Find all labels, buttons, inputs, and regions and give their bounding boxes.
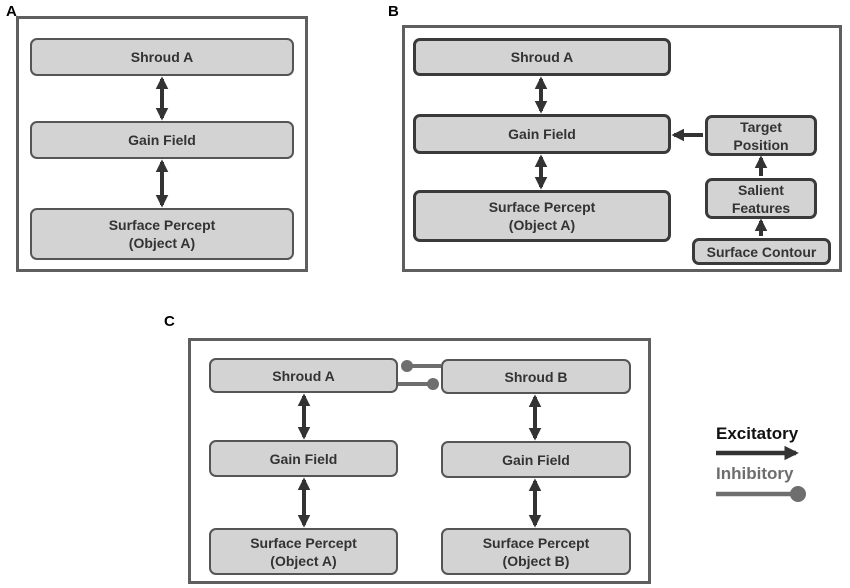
panel-b-salient-features-box: Salient Features	[705, 178, 817, 219]
panel-a-letter: A	[6, 3, 17, 20]
panel-c-shroud-a-label: Shroud A	[272, 367, 335, 384]
panel-b-salient-line2: Features	[731, 199, 791, 216]
panel-a-gain-field-label: Gain Field	[128, 132, 196, 148]
panel-c-letter: C	[164, 313, 175, 330]
panel-c-shroud-a-box: Shroud A	[209, 358, 398, 393]
panel-c-surface-a-line2: (Object A)	[270, 552, 337, 569]
legend-inhibitory-label: Inhibitory	[716, 464, 794, 483]
panel-b-letter: B	[388, 3, 399, 20]
legend-inhibitory-symbol	[716, 486, 806, 502]
panel-c-surface-b-line1: Surface Percept	[482, 534, 590, 551]
panel-c-surface-percept-b-box: Surface Percept (Object B)	[441, 528, 631, 575]
panel-b-surface-contour-box: Surface Contour	[692, 238, 831, 265]
panel-a-surface-percept-box: Surface Percept (Object A)	[30, 208, 294, 260]
panel-c-gain-field-b-box: Gain Field	[441, 441, 631, 478]
panel-b-target-line2: Position	[733, 136, 789, 153]
panel-c-gain-field-a-box: Gain Field	[209, 440, 398, 477]
panel-a-shroud-a-label: Shroud A	[130, 49, 194, 65]
panel-a-gain-field-box: Gain Field	[30, 121, 294, 159]
panel-a-shroud-a-box: Shroud A	[30, 38, 294, 76]
panel-a-surface-line1: Surface Percept	[108, 217, 216, 233]
panel-c-surface-b-line2: (Object B)	[502, 552, 570, 569]
panel-b-surface-line1: Surface Percept	[488, 199, 596, 215]
panel-a-surface-line2: (Object A)	[128, 235, 196, 251]
panel-b-surface-contour-label: Surface Contour	[706, 243, 817, 260]
panel-b-shroud-a-box: Shroud A	[413, 38, 671, 76]
panel-c-surface-a-line1: Surface Percept	[250, 534, 357, 551]
panel-b-gain-field-label: Gain Field	[508, 126, 576, 142]
panel-b-salient-line1: Salient	[738, 181, 784, 198]
panel-c-shroud-b-label: Shroud B	[504, 368, 568, 385]
panel-c-gain-field-a-label: Gain Field	[269, 450, 338, 467]
panel-c-inhibitory-a-to-b	[398, 378, 439, 390]
panel-b-surface-line2: (Object A)	[508, 217, 576, 233]
panel-b-target-line1: Target	[740, 118, 782, 135]
panel-c-gain-field-b-label: Gain Field	[502, 451, 570, 468]
panel-b-shroud-a-label: Shroud A	[510, 49, 574, 65]
panel-c-surface-percept-a-box: Surface Percept (Object A)	[209, 528, 398, 575]
legend-excitatory-label: Excitatory	[716, 424, 799, 443]
panel-b-target-position-box: Target Position	[705, 115, 817, 156]
panel-c-shroud-b-box: Shroud B	[441, 359, 631, 394]
panel-c-inhibitory-b-to-a	[401, 360, 441, 372]
panel-b-surface-percept-box: Surface Percept (Object A)	[413, 190, 671, 242]
panel-b-gain-field-box: Gain Field	[413, 114, 671, 154]
